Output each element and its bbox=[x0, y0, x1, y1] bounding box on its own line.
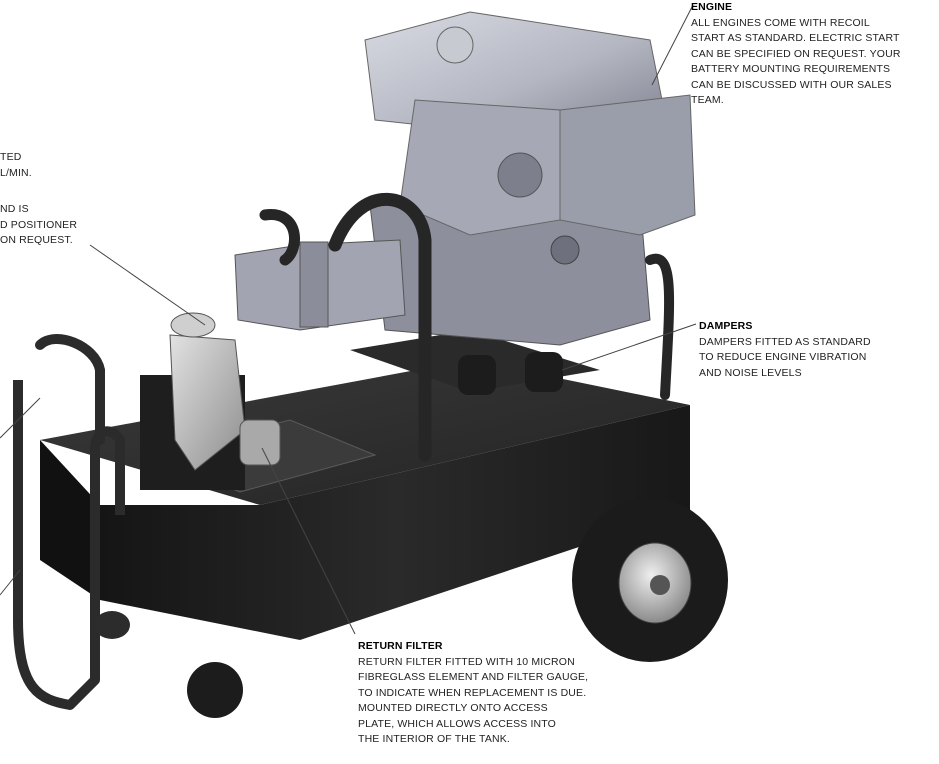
callout-engine-title: ENGINE bbox=[691, 1, 733, 13]
leader-dampers bbox=[561, 323, 697, 371]
callout-fragment-a-body: TED L/MIN. bbox=[0, 151, 32, 179]
tank-front bbox=[100, 405, 690, 640]
callout-dampers: DAMPERS DAMPERS FITTED AS STANDARD TO RE… bbox=[699, 319, 929, 381]
damper-left bbox=[458, 355, 496, 395]
handle-bar-right bbox=[645, 253, 675, 400]
callout-return-filter-title: RETURN FILTER bbox=[358, 640, 443, 652]
leader-valve bbox=[89, 244, 206, 326]
pump-flange bbox=[299, 241, 329, 328]
handle-frame bbox=[13, 380, 125, 710]
engine-shaft bbox=[550, 235, 580, 265]
leader-left-1 bbox=[0, 397, 41, 439]
wheel-axle bbox=[650, 575, 670, 595]
leader-left-2 bbox=[0, 569, 21, 596]
handle-frame-inner bbox=[35, 334, 105, 445]
tank-side bbox=[40, 440, 100, 600]
callout-fragment-a: TED L/MIN. bbox=[0, 150, 140, 181]
engine-fuel-cap bbox=[436, 26, 474, 64]
callout-dampers-body: DAMPERS FITTED AS STANDARD TO REDUCE ENG… bbox=[699, 335, 871, 379]
engine-pulley bbox=[497, 152, 543, 198]
castor-rear bbox=[94, 611, 130, 639]
pressure-hose bbox=[328, 192, 432, 462]
return-hose bbox=[259, 209, 300, 266]
callout-dampers-title: DAMPERS bbox=[699, 320, 753, 332]
damper-right bbox=[525, 352, 563, 392]
callout-return-filter-body: RETURN FILTER FITTED WITH 10 MICRON FIBR… bbox=[358, 655, 589, 746]
return-filter-body bbox=[239, 419, 281, 466]
control-valve bbox=[169, 334, 246, 471]
engine-cylinder-cover bbox=[399, 99, 561, 236]
engine-recoil-housing bbox=[559, 94, 696, 236]
filter-gauge bbox=[170, 312, 216, 338]
callout-engine: ENGINE ALL ENGINES COME WITH RECOIL STAR… bbox=[691, 0, 931, 109]
leader-engine bbox=[651, 4, 694, 86]
callout-engine-body: ALL ENGINES COME WITH RECOIL START AS ST… bbox=[691, 16, 901, 107]
callout-return-filter: RETURN FILTER RETURN FILTER FITTED WITH … bbox=[358, 639, 618, 748]
callout-fragment-b: ND IS D POSITIONER ON REQUEST. bbox=[0, 202, 120, 249]
callout-fragment-b-body: ND IS D POSITIONER ON REQUEST. bbox=[0, 203, 78, 246]
leader-return-filter bbox=[261, 447, 356, 635]
castor-front bbox=[187, 662, 243, 718]
